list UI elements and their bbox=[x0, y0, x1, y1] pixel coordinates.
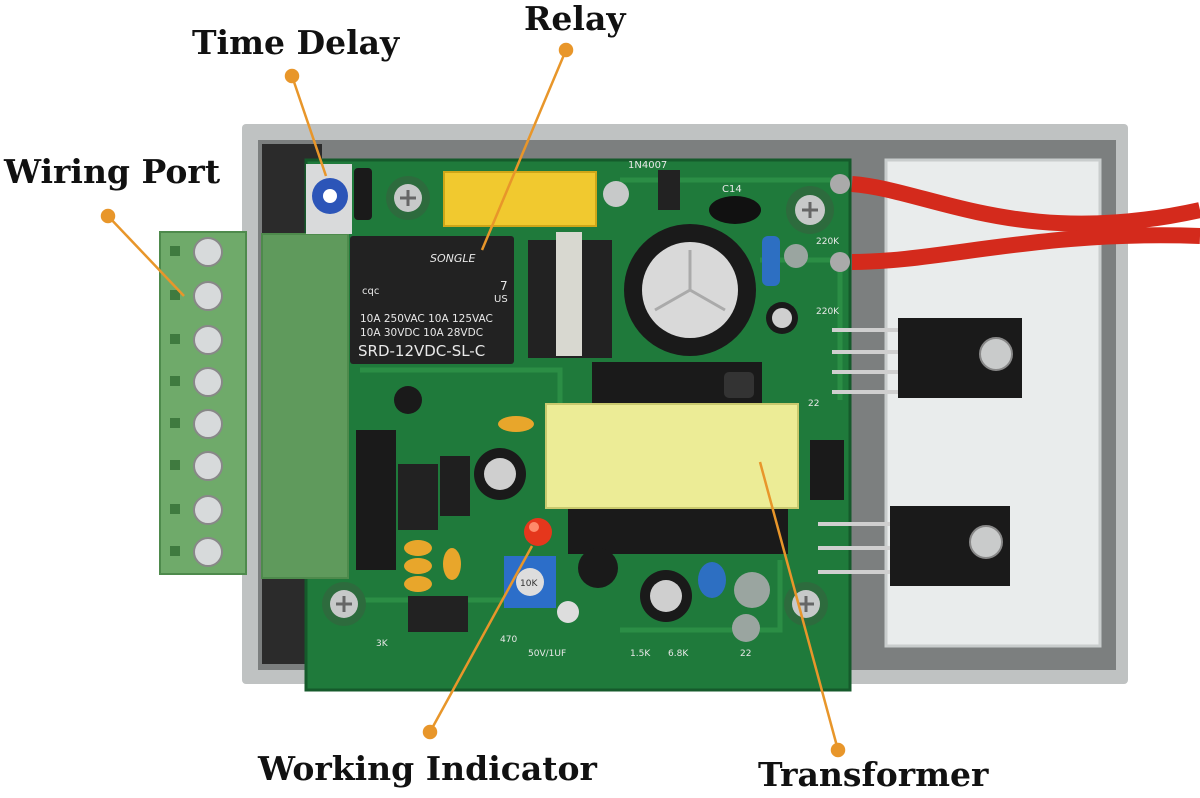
time-delay-potentiometer bbox=[306, 164, 372, 234]
label-relay: Relay bbox=[524, 0, 626, 38]
res15k-label: 1.5K bbox=[630, 649, 651, 659]
label-transformer: Transformer bbox=[758, 755, 989, 794]
ic-chip bbox=[356, 430, 470, 570]
small-component bbox=[784, 244, 808, 268]
r220k-b-label: 220K bbox=[816, 307, 840, 317]
leader-dot-time-delay bbox=[284, 68, 300, 84]
ic-bottom bbox=[408, 596, 468, 632]
relay-model: SRD-12VDC-SL-C bbox=[358, 342, 485, 360]
small-capacitor-left bbox=[394, 386, 422, 414]
diode-label: 1N4007 bbox=[628, 160, 667, 171]
relay-seven: 7 bbox=[500, 279, 508, 293]
optocoupler bbox=[810, 440, 844, 500]
label-time-delay: Time Delay bbox=[192, 23, 400, 62]
leader-dot-wiring-port bbox=[100, 208, 116, 224]
working-indicator-led bbox=[524, 518, 552, 546]
label-wiring-port: Wiring Port bbox=[4, 152, 221, 191]
small-cap-white bbox=[557, 601, 579, 623]
cap-label: 50V/1UF bbox=[528, 649, 566, 659]
r22-label: 22 bbox=[808, 399, 819, 409]
blue-capacitor bbox=[762, 236, 780, 286]
relay-rating-2: 10A 30VDC 10A 28VDC bbox=[360, 327, 483, 339]
relay-cert-cqc: cqc bbox=[362, 286, 379, 297]
mosfet-bottom bbox=[818, 506, 1010, 586]
relay: SONGLE cqc 7 US 10A 250VAC 10A 125VAC 10… bbox=[350, 236, 514, 364]
filter-inductor bbox=[528, 232, 612, 358]
leader-transformer bbox=[758, 461, 840, 751]
leader-dot-working-indicator bbox=[422, 724, 438, 740]
varistor bbox=[734, 572, 770, 608]
relay-cert-us: US bbox=[494, 294, 508, 305]
relay-brand: SONGLE bbox=[430, 252, 476, 265]
res68k-label: 6.8K bbox=[668, 649, 689, 659]
leader-working-indicator bbox=[428, 545, 534, 733]
small-coil bbox=[578, 548, 618, 588]
mosfet-top bbox=[832, 318, 1022, 398]
wiring-port-terminal bbox=[159, 231, 349, 579]
callout-leaders bbox=[100, 42, 846, 758]
power-wires bbox=[830, 174, 1200, 272]
c14-label: C14 bbox=[722, 184, 742, 195]
ntc-thermistor bbox=[709, 196, 761, 224]
label-working-indicator: Working Indicator bbox=[258, 749, 597, 788]
electrolytic-capacitor-left bbox=[474, 448, 526, 500]
trimmer-label: 10K bbox=[520, 579, 538, 589]
leader-relay bbox=[480, 49, 568, 251]
transformer bbox=[545, 362, 799, 554]
electrolytic-capacitor-main bbox=[624, 224, 756, 356]
res22-label: 22 bbox=[740, 649, 751, 659]
diode bbox=[658, 170, 680, 210]
electrolytic-capacitor-bottom bbox=[640, 570, 692, 622]
leader-dot-relay bbox=[558, 42, 574, 58]
leader-dot-transformer bbox=[830, 742, 846, 758]
leader-wiring-port bbox=[107, 215, 185, 297]
res470-label: 470 bbox=[500, 635, 517, 645]
r220k-a-label: 220K bbox=[816, 237, 840, 247]
ceramic-capacitors bbox=[404, 416, 534, 592]
res3k-label: 3K bbox=[376, 639, 389, 649]
mounting-screws bbox=[322, 176, 834, 626]
blue-capacitor-bottom bbox=[698, 562, 726, 598]
varistor-small bbox=[732, 614, 760, 642]
x2-capacitor bbox=[443, 171, 597, 227]
leader-time-delay bbox=[290, 75, 328, 177]
relay-rating-1: 10A 250VAC 10A 125VAC bbox=[360, 313, 493, 325]
